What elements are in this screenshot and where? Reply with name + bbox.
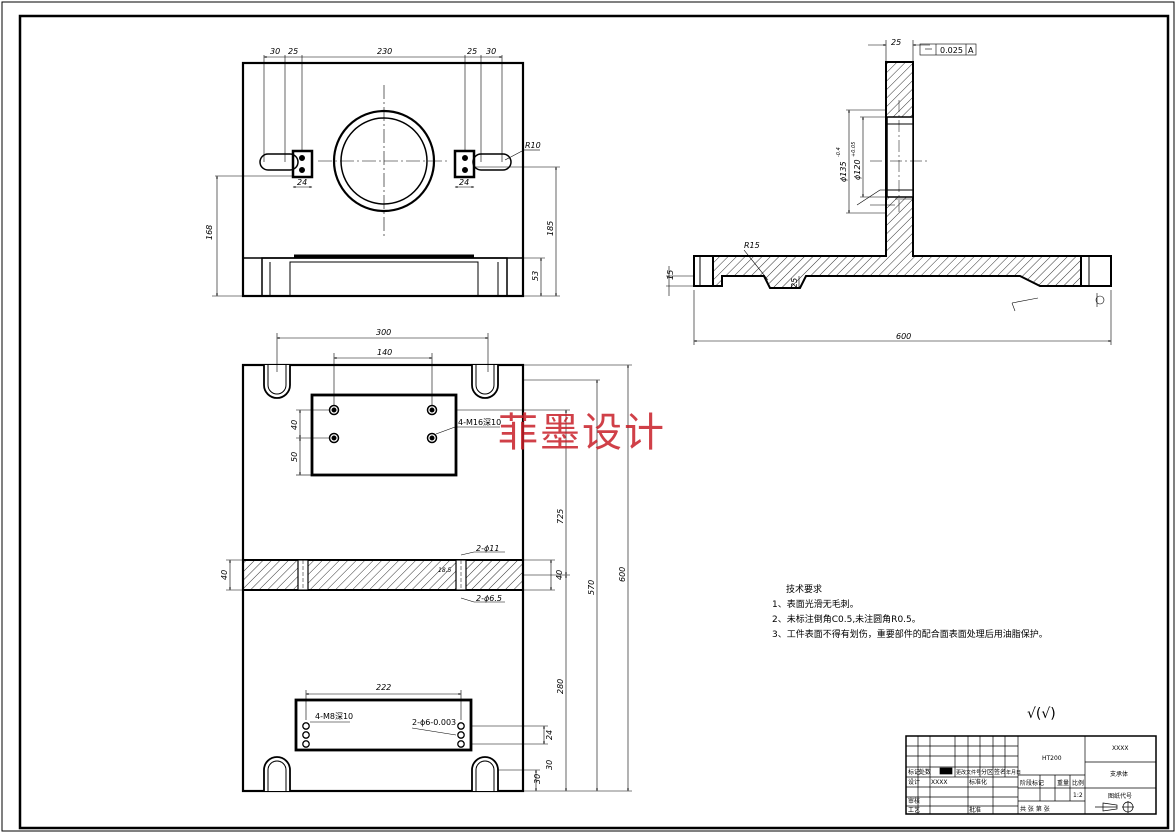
dim-53: 53 [531, 271, 540, 281]
tb-row-sign: 签名 [994, 768, 1006, 776]
dim-15: 15 [666, 270, 675, 280]
dim-140: 140 [377, 348, 392, 357]
title-block [905, 735, 1157, 815]
dim-280: 280 [556, 679, 565, 694]
dim-24-lower: 24 [545, 730, 554, 740]
dim-d135-tol: -0.4 [836, 147, 842, 157]
technical-requirements: 技术要求 1、表面光滑无毛刺。 2、未标注倒角C0.5,未注圆角R0.5。 3、… [772, 583, 1048, 643]
dim-600-plan: 600 [618, 567, 627, 582]
dim-570: 570 [587, 580, 596, 595]
tech-line-2: 2、未标注倒角C0.5,未注圆角R0.5。 [772, 615, 921, 625]
tb-designer: XXXX [931, 779, 947, 786]
front-view-dimensions [212, 55, 560, 297]
dim-30-lower-b: 30 [533, 774, 542, 784]
dim-725: 725 [556, 509, 565, 524]
dim-40-right: 40 [555, 570, 564, 580]
dim-40-pad: 40 [290, 420, 299, 430]
plan-view [241, 363, 525, 793]
dim-24-left: 24 [297, 178, 307, 187]
dim-30-lower-a: 30 [545, 760, 554, 770]
dim-24-right: 24 [459, 178, 469, 187]
tb-drawing-no: 图纸代号 [1108, 792, 1132, 800]
tech-title: 技术要求 [786, 585, 823, 595]
tb-material: HT200 [1042, 755, 1062, 762]
dim-30-right: 30 [486, 47, 496, 56]
plan-view-dimensions [226, 333, 632, 792]
dim-300: 300 [376, 328, 391, 337]
dim-d120: ϕ120 [853, 159, 862, 180]
label-4-m8: 4-M8深10 [315, 712, 353, 721]
front-view [241, 61, 525, 298]
datum-a: A [968, 46, 974, 55]
dim-r10: R10 [525, 141, 541, 150]
tb-scale: 1:2 [1073, 792, 1083, 799]
label-2-d65: 2-ϕ6.5 [476, 594, 502, 603]
dim-30-left: 30 [270, 47, 280, 56]
dim-25-step: 25 [790, 278, 799, 288]
label-2-d11: 2-ϕ11 [476, 544, 499, 553]
tb-scale-label: 比例 [1072, 779, 1084, 787]
tb-row-count: 处数 [919, 768, 931, 776]
dim-25-top: 25 [891, 38, 901, 47]
dim-222: 222 [376, 683, 391, 692]
tolerance-0025: 0.025 [940, 46, 963, 55]
dim-50-pad: 50 [290, 452, 299, 462]
label-4-m16: 4-M16深10 [458, 418, 501, 427]
tb-row-zone: 分区 [981, 768, 993, 776]
plan-view-dim-text: 300 140 40 50 4-M16深10 725 40 40 2-ϕ11 2… [220, 328, 627, 784]
tb-approve: 批准 [969, 806, 981, 814]
side-view-dim-text: 25 0.025 A ϕ135 -0.4 ϕ120 +0.05 R15 25 1… [666, 38, 974, 341]
dim-25-right: 25 [467, 47, 477, 56]
tb-row-check: 审核 [908, 797, 920, 805]
dim-185: 185 [546, 221, 555, 236]
tb-company: XXXX [1112, 745, 1128, 752]
tb-weight-label: 重量 [1057, 779, 1069, 787]
inner-border [18, 14, 1170, 830]
dim-d120-tol: +0.05 [851, 142, 857, 157]
tb-row-process: 工艺 [908, 806, 920, 814]
tb-row-change: 更改文件号 [956, 769, 981, 776]
watermark: 菲墨设计 [498, 410, 666, 456]
tb-row-design: 设计 [908, 778, 920, 786]
tb-row-marks: 标记 [908, 768, 920, 776]
tb-sheet-info: 共 张 第 张 [1020, 805, 1050, 813]
dim-168: 168 [205, 225, 214, 240]
side-section-view [693, 61, 1112, 289]
dim-r15: R15 [744, 241, 760, 250]
tb-stage-label: 阶段标记 [1020, 779, 1044, 787]
front-view-dim-text: 30 25 230 25 30 R10 24 24 168 185 53 [205, 47, 555, 281]
roughness-symbol: √(√) [1027, 706, 1056, 722]
dim-185-section: 18.5 [438, 567, 452, 574]
side-view-dimensions [666, 40, 1112, 345]
tb-std: 标准化 [969, 778, 987, 786]
tech-line-1: 1、表面光滑无毛刺。 [772, 600, 859, 610]
dim-40-left: 40 [220, 570, 229, 580]
dim-230: 230 [377, 47, 392, 56]
title-block-text: HT200 XXXX 支承体 图纸代号 阶段标记 重量 比例 1:2 共 张 第… [908, 745, 1132, 814]
dim-25-left: 25 [288, 47, 298, 56]
tb-row-date: 年月日 [1006, 769, 1021, 776]
tech-line-3: 3、工件表面不得有划伤，重要部件的配合面表面处理后用油脂保护。 [772, 630, 1048, 640]
tb-part-name: 支承体 [1110, 770, 1128, 778]
dim-d135: ϕ135 [839, 161, 848, 182]
dim-600-side: 600 [896, 332, 911, 341]
label-2-d6: 2-ϕ6-0.003 [412, 718, 456, 727]
